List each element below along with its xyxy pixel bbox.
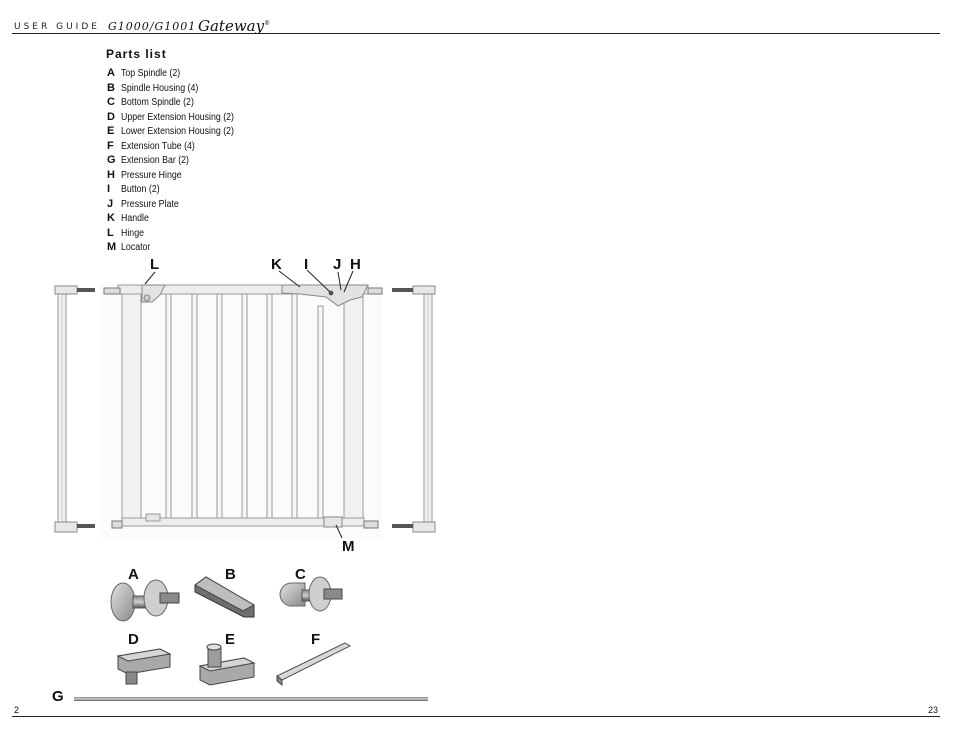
part-name: Pressure Plate bbox=[121, 198, 179, 210]
part-f-extension-tube bbox=[276, 642, 352, 687]
part-letter: B bbox=[107, 81, 115, 94]
part-name: Upper Extension Housing (2) bbox=[121, 111, 234, 123]
part-letter: H bbox=[107, 168, 115, 181]
page-number-left: 2 bbox=[14, 705, 20, 715]
header-brand-logo: Gateway® bbox=[198, 17, 270, 35]
parts-list-item: A Top Spindle (2) bbox=[107, 66, 249, 81]
parts-list-item: F Extension Tube (4) bbox=[107, 139, 249, 154]
part-g-extension-bar bbox=[74, 697, 428, 701]
part-name: Extension Tube (4) bbox=[121, 140, 195, 152]
part-c-bottom-spindle bbox=[279, 576, 343, 612]
parts-list-item: H Pressure Hinge bbox=[107, 168, 249, 183]
header-rule bbox=[12, 33, 940, 34]
callout-label-j: J bbox=[333, 256, 342, 273]
callout-label-e: E bbox=[225, 631, 236, 648]
gate-bars bbox=[165, 293, 324, 519]
part-letter: C bbox=[107, 96, 115, 108]
part-d-upper-extension-housing bbox=[116, 648, 172, 685]
parts-list-item: K Handle bbox=[107, 211, 249, 226]
part-letter: I bbox=[107, 183, 111, 195]
callout-label-m: M bbox=[342, 538, 355, 555]
part-e-lower-extension-housing bbox=[198, 643, 256, 686]
callout-label-a: A bbox=[128, 566, 139, 583]
callout-label-g: G bbox=[52, 688, 64, 705]
part-letter: E bbox=[107, 125, 115, 137]
parts-list-item: J Pressure Plate bbox=[107, 197, 249, 212]
part-name: Locator bbox=[121, 242, 151, 253]
parts-list-title: Parts list bbox=[106, 47, 167, 61]
part-name: Spindle Housing (4) bbox=[121, 82, 199, 94]
part-letter: L bbox=[107, 226, 114, 239]
gate-frame bbox=[100, 283, 383, 539]
parts-list-item: I Button (2) bbox=[107, 182, 249, 197]
part-name: Button (2) bbox=[121, 184, 160, 195]
part-letter: A bbox=[107, 67, 115, 79]
parts-list-item: G Extension Bar (2) bbox=[107, 153, 249, 168]
right-extension-piece bbox=[392, 285, 436, 533]
parts-list-item: C Bottom Spindle (2) bbox=[107, 95, 249, 110]
brand-mark: ® bbox=[264, 20, 271, 27]
part-letter: K bbox=[107, 212, 115, 224]
part-a-top-spindle bbox=[110, 579, 180, 622]
part-letter: M bbox=[107, 241, 117, 253]
callout-label-h: H bbox=[350, 256, 361, 273]
callout-label-l: L bbox=[150, 256, 160, 273]
part-name: Extension Bar (2) bbox=[121, 155, 189, 166]
parts-list-item: M Locator bbox=[107, 240, 249, 255]
part-letter: J bbox=[107, 197, 114, 210]
part-name: Lower Extension Housing (2) bbox=[121, 126, 234, 137]
header-model: G1000/G1001 bbox=[108, 20, 197, 33]
brand-name: Gateway bbox=[198, 17, 265, 35]
parts-list-item: E Lower Extension Housing (2) bbox=[107, 124, 249, 139]
part-name: Hinge bbox=[121, 227, 145, 239]
part-name: Handle bbox=[121, 213, 149, 224]
callout-label-i: I bbox=[304, 256, 309, 273]
part-name: Pressure Hinge bbox=[121, 169, 182, 181]
callout-label-c: C bbox=[295, 566, 306, 583]
part-name: Top Spindle (2) bbox=[121, 68, 181, 79]
parts-list-item: B Spindle Housing (4) bbox=[107, 81, 249, 96]
callout-leaders bbox=[144, 269, 354, 539]
part-letter: G bbox=[107, 154, 116, 166]
callout-label-b: B bbox=[225, 566, 236, 583]
callout-label-f: F bbox=[311, 631, 321, 648]
callout-label-k: K bbox=[271, 256, 282, 273]
parts-list-item: L Hinge bbox=[107, 226, 249, 241]
parts-list-item: D Upper Extension Housing (2) bbox=[107, 110, 249, 125]
part-b-spindle-housing bbox=[194, 576, 256, 618]
part-letter: D bbox=[107, 110, 115, 123]
footer-rule bbox=[12, 716, 940, 717]
callout-label-d: D bbox=[128, 631, 139, 648]
part-letter: F bbox=[107, 139, 114, 152]
page-number-right: 23 bbox=[928, 705, 939, 715]
header-section-label: USER GUIDE bbox=[14, 22, 100, 32]
part-name: Bottom Spindle (2) bbox=[121, 97, 194, 108]
